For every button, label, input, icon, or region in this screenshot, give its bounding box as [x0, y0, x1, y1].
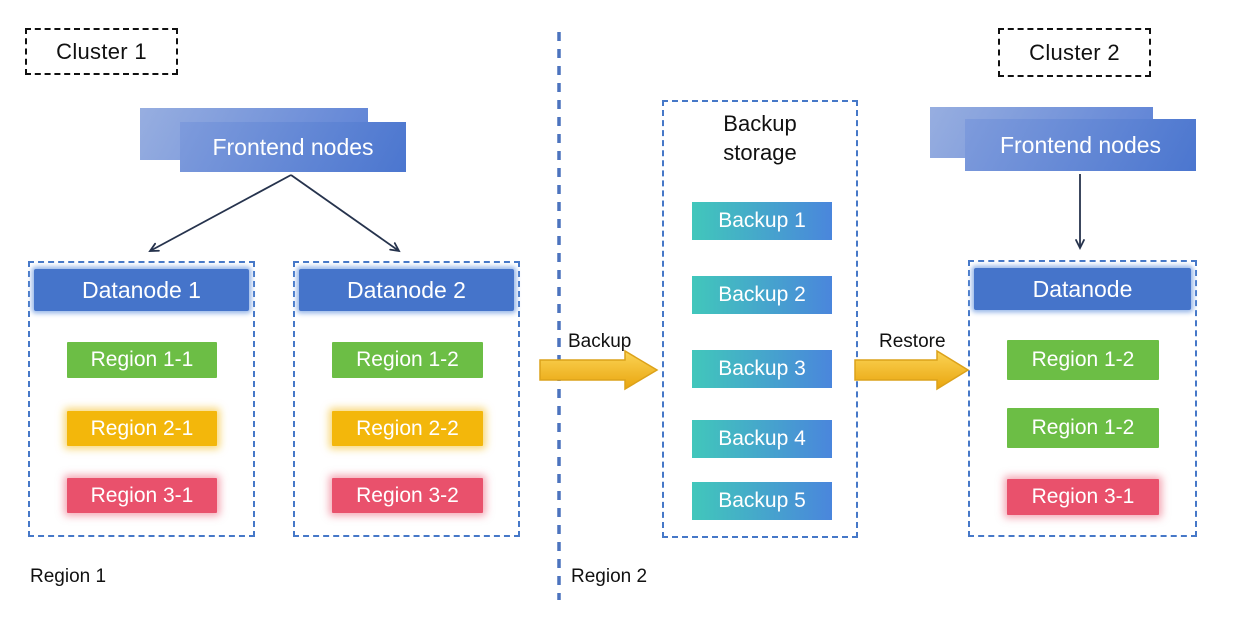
datanode1-box: Datanode 1 Region 1-1 Region 2-1 Region … [28, 261, 255, 537]
backup-arrow [539, 349, 659, 391]
region-pill: Region 1-2 [1007, 408, 1159, 448]
region-label: Region 1-2 [1031, 348, 1135, 371]
restore-flow-label: Restore [879, 331, 946, 352]
region-pill: Region 1-2 [332, 342, 483, 378]
restore-arrow [854, 349, 970, 391]
region-label: Region 3-2 [356, 483, 459, 507]
region-label: Region 2-2 [356, 416, 459, 440]
cluster1-tag: Cluster 1 [25, 28, 178, 75]
backup-item-label: Backup 4 [718, 427, 806, 450]
region-label: Region 1-2 [356, 348, 459, 371]
backup-item: Backup 3 [692, 350, 832, 388]
frontend-to-datanode2-arrow [290, 174, 401, 253]
backup-flow-label: Backup [568, 331, 632, 352]
region1-area-label: Region 1 [30, 566, 107, 587]
backup-item-label: Backup 3 [718, 357, 806, 380]
region-pill: Region 3-1 [1007, 479, 1159, 515]
region-label: Region 3-1 [90, 483, 194, 507]
region-label: Region 3-1 [1031, 485, 1135, 508]
datanode1-title: Datanode 1 [82, 276, 201, 303]
datanode2-header: Datanode 2 [299, 269, 514, 311]
backup-item: Backup 1 [692, 202, 832, 240]
cluster2-tag: Cluster 2 [998, 28, 1151, 77]
frontend-to-datanode1-arrow [148, 174, 292, 252]
cluster2-frontend-label: Frontend nodes [999, 131, 1162, 158]
region-label: Region 2-1 [90, 416, 194, 440]
backup-item: Backup 5 [692, 482, 832, 520]
cluster2-datanode-header: Datanode [974, 268, 1191, 310]
backup-item: Backup 2 [692, 276, 832, 314]
cluster2-label: Cluster 2 [1029, 39, 1120, 65]
datanode2-title: Datanode 2 [347, 276, 466, 303]
backup-storage-box: Backup storage Backup 1 Backup 2 Backup … [662, 100, 858, 538]
backup-storage-title: Backup storage [723, 111, 797, 165]
region-label: Region 1-2 [1031, 416, 1135, 439]
cluster2-frontend-box: Frontend nodes [965, 119, 1196, 171]
backup-item-label: Backup 1 [718, 209, 806, 232]
cluster2-datanode-title: Datanode [1032, 275, 1133, 302]
region-pill: Region 2-2 [332, 411, 483, 446]
datanode1-header: Datanode 1 [34, 269, 249, 311]
cluster1-frontend-box: Frontend nodes [180, 122, 406, 172]
backup-item-label: Backup 5 [718, 489, 806, 512]
backup-item-label: Backup 2 [718, 283, 806, 306]
region-pill: Region 1-1 [67, 342, 217, 378]
region-pill: Region 2-1 [67, 411, 217, 446]
region-pill: Region 3-2 [332, 478, 483, 513]
cluster2-datanode-box: Datanode Region 1-2 Region 1-2 Region 3-… [968, 260, 1197, 537]
region2-area-label: Region 2 [571, 566, 648, 587]
region-pill: Region 1-2 [1007, 340, 1159, 380]
cluster1-label: Cluster 1 [56, 38, 147, 64]
cluster1-frontend-label: Frontend nodes [212, 133, 374, 160]
backup-item: Backup 4 [692, 420, 832, 458]
datanode2-box: Datanode 2 Region 1-2 Region 2-2 Region … [293, 261, 520, 537]
region-label: Region 1-1 [90, 348, 194, 371]
region-pill: Region 3-1 [67, 478, 217, 513]
